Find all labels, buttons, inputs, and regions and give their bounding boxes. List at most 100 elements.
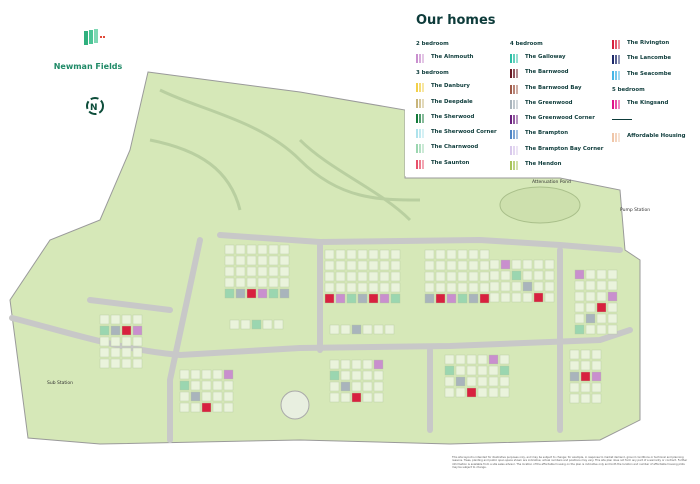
house-plot[interactable] (190, 402, 201, 413)
house-plot[interactable] (223, 391, 234, 402)
house-plot[interactable] (455, 376, 466, 387)
house-plot[interactable] (580, 382, 591, 393)
house-plot[interactable] (346, 271, 357, 282)
house-plot[interactable] (324, 260, 335, 271)
house-plot[interactable] (455, 365, 466, 376)
house-plot[interactable] (435, 249, 446, 260)
house-plot[interactable] (132, 336, 143, 347)
house-plot[interactable] (340, 359, 351, 370)
house-plot[interactable] (121, 358, 132, 369)
house-plot[interactable] (324, 271, 335, 282)
house-plot[interactable] (499, 354, 510, 365)
house-plot[interactable] (279, 277, 290, 288)
house-plot[interactable] (468, 260, 479, 271)
house-plot[interactable] (468, 249, 479, 260)
house-plot[interactable] (357, 282, 368, 293)
house-plot[interactable] (99, 358, 110, 369)
house-plot[interactable] (466, 365, 477, 376)
house-plot[interactable] (446, 293, 457, 304)
house-plot[interactable] (212, 380, 223, 391)
house-plot[interactable] (424, 271, 435, 282)
house-plot[interactable] (533, 270, 544, 281)
house-plot[interactable] (580, 371, 591, 382)
house-plot[interactable] (522, 270, 533, 281)
house-plot[interactable] (544, 281, 555, 292)
house-plot[interactable] (223, 402, 234, 413)
house-plot[interactable] (329, 370, 340, 381)
house-plot[interactable] (268, 288, 279, 299)
house-plot[interactable] (500, 292, 511, 303)
house-plot[interactable] (99, 336, 110, 347)
house-plot[interactable] (488, 365, 499, 376)
house-plot[interactable] (268, 266, 279, 277)
house-plot[interactable] (121, 336, 132, 347)
house-plot[interactable] (489, 292, 500, 303)
house-plot[interactable] (455, 387, 466, 398)
house-plot[interactable] (279, 244, 290, 255)
house-plot[interactable] (368, 260, 379, 271)
house-plot[interactable] (511, 270, 522, 281)
house-plot[interactable] (591, 360, 602, 371)
house-plot[interactable] (457, 249, 468, 260)
house-plot[interactable] (596, 280, 607, 291)
house-plot[interactable] (257, 277, 268, 288)
house-plot[interactable] (585, 269, 596, 280)
house-plot[interactable] (596, 291, 607, 302)
house-plot[interactable] (340, 370, 351, 381)
house-plot[interactable] (424, 249, 435, 260)
house-plot[interactable] (580, 393, 591, 404)
house-plot[interactable] (435, 293, 446, 304)
house-plot[interactable] (522, 259, 533, 270)
house-plot[interactable] (533, 259, 544, 270)
house-plot[interactable] (179, 380, 190, 391)
house-plot[interactable] (110, 314, 121, 325)
house-plot[interactable] (235, 255, 246, 266)
house-plot[interactable] (223, 369, 234, 380)
house-plot[interactable] (224, 288, 235, 299)
house-plot[interactable] (455, 354, 466, 365)
house-plot[interactable] (346, 293, 357, 304)
house-plot[interactable] (379, 271, 390, 282)
house-plot[interactable] (477, 376, 488, 387)
house-plot[interactable] (346, 249, 357, 260)
house-plot[interactable] (110, 358, 121, 369)
house-plot[interactable] (444, 354, 455, 365)
house-plot[interactable] (596, 302, 607, 313)
house-plot[interactable] (477, 387, 488, 398)
house-plot[interactable] (121, 347, 132, 358)
house-plot[interactable] (224, 244, 235, 255)
house-plot[interactable] (479, 282, 490, 293)
house-plot[interactable] (607, 324, 618, 335)
house-plot[interactable] (268, 277, 279, 288)
house-plot[interactable] (379, 249, 390, 260)
house-plot[interactable] (110, 325, 121, 336)
house-plot[interactable] (368, 271, 379, 282)
house-plot[interactable] (489, 270, 500, 281)
house-plot[interactable] (424, 260, 435, 271)
house-plot[interactable] (544, 292, 555, 303)
house-plot[interactable] (466, 376, 477, 387)
house-plot[interactable] (574, 291, 585, 302)
house-plot[interactable] (329, 359, 340, 370)
house-plot[interactable] (379, 282, 390, 293)
house-plot[interactable] (390, 293, 401, 304)
house-plot[interactable] (569, 382, 580, 393)
house-plot[interactable] (351, 359, 362, 370)
house-plot[interactable] (357, 249, 368, 260)
house-plot[interactable] (446, 271, 457, 282)
house-plot[interactable] (351, 370, 362, 381)
house-plot[interactable] (268, 244, 279, 255)
house-plot[interactable] (110, 336, 121, 347)
house-plot[interactable] (235, 244, 246, 255)
house-plot[interactable] (379, 293, 390, 304)
house-plot[interactable] (246, 244, 257, 255)
house-plot[interactable] (279, 288, 290, 299)
house-plot[interactable] (346, 282, 357, 293)
house-plot[interactable] (368, 282, 379, 293)
house-plot[interactable] (262, 319, 273, 330)
house-plot[interactable] (585, 302, 596, 313)
house-plot[interactable] (569, 349, 580, 360)
house-plot[interactable] (335, 249, 346, 260)
house-plot[interactable] (257, 244, 268, 255)
house-plot[interactable] (132, 325, 143, 336)
